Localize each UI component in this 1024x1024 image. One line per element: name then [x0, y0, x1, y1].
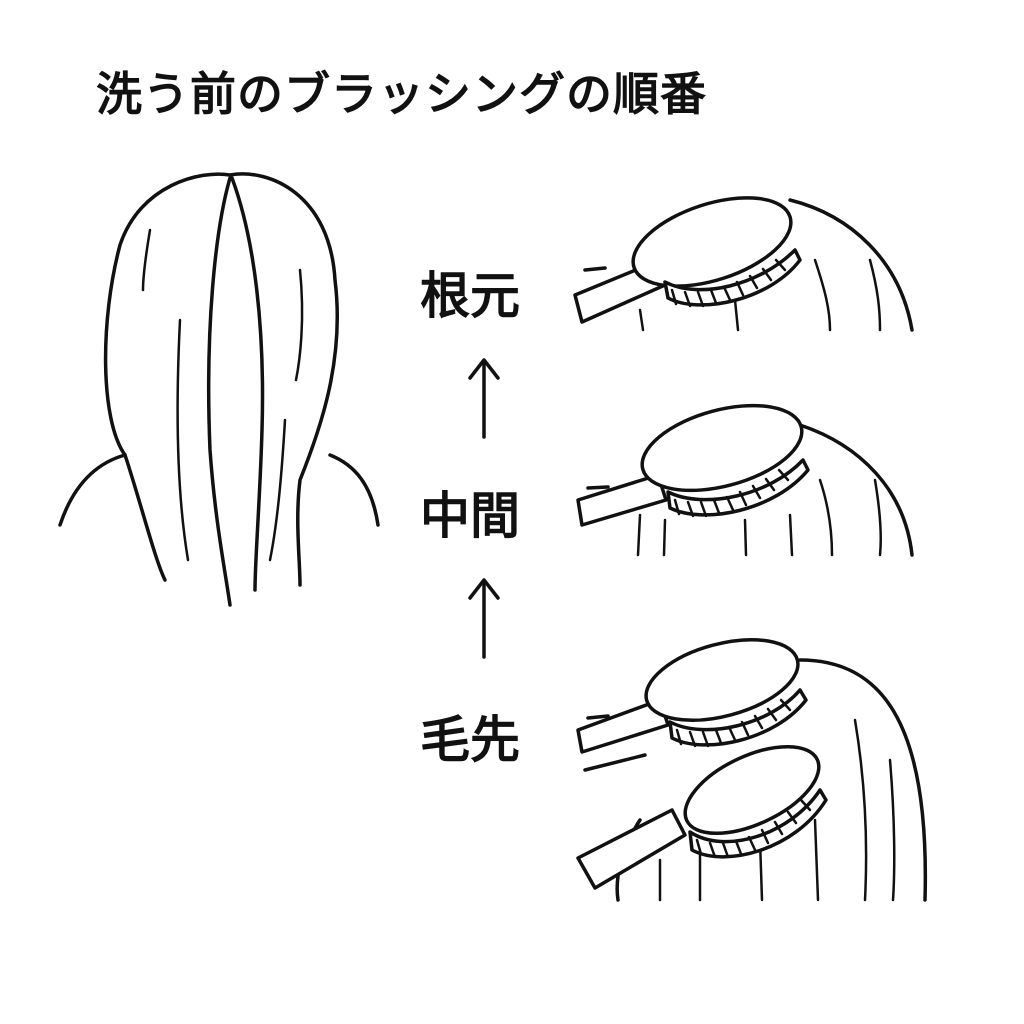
arrow-up-icon — [468, 358, 500, 439]
head-back-illustration — [58, 172, 380, 607]
step-label-ends: 毛先 — [420, 711, 520, 769]
step-label-middle: 中間 — [420, 487, 520, 545]
brush-root-illustration — [573, 196, 914, 332]
step-label-root: 根元 — [420, 267, 520, 325]
page-title: 洗う前のブラッシングの順番 — [96, 67, 707, 121]
brush-middle-illustration — [576, 403, 914, 557]
brush-ends-illustration — [576, 638, 928, 902]
arrow-up-icon — [468, 578, 500, 659]
